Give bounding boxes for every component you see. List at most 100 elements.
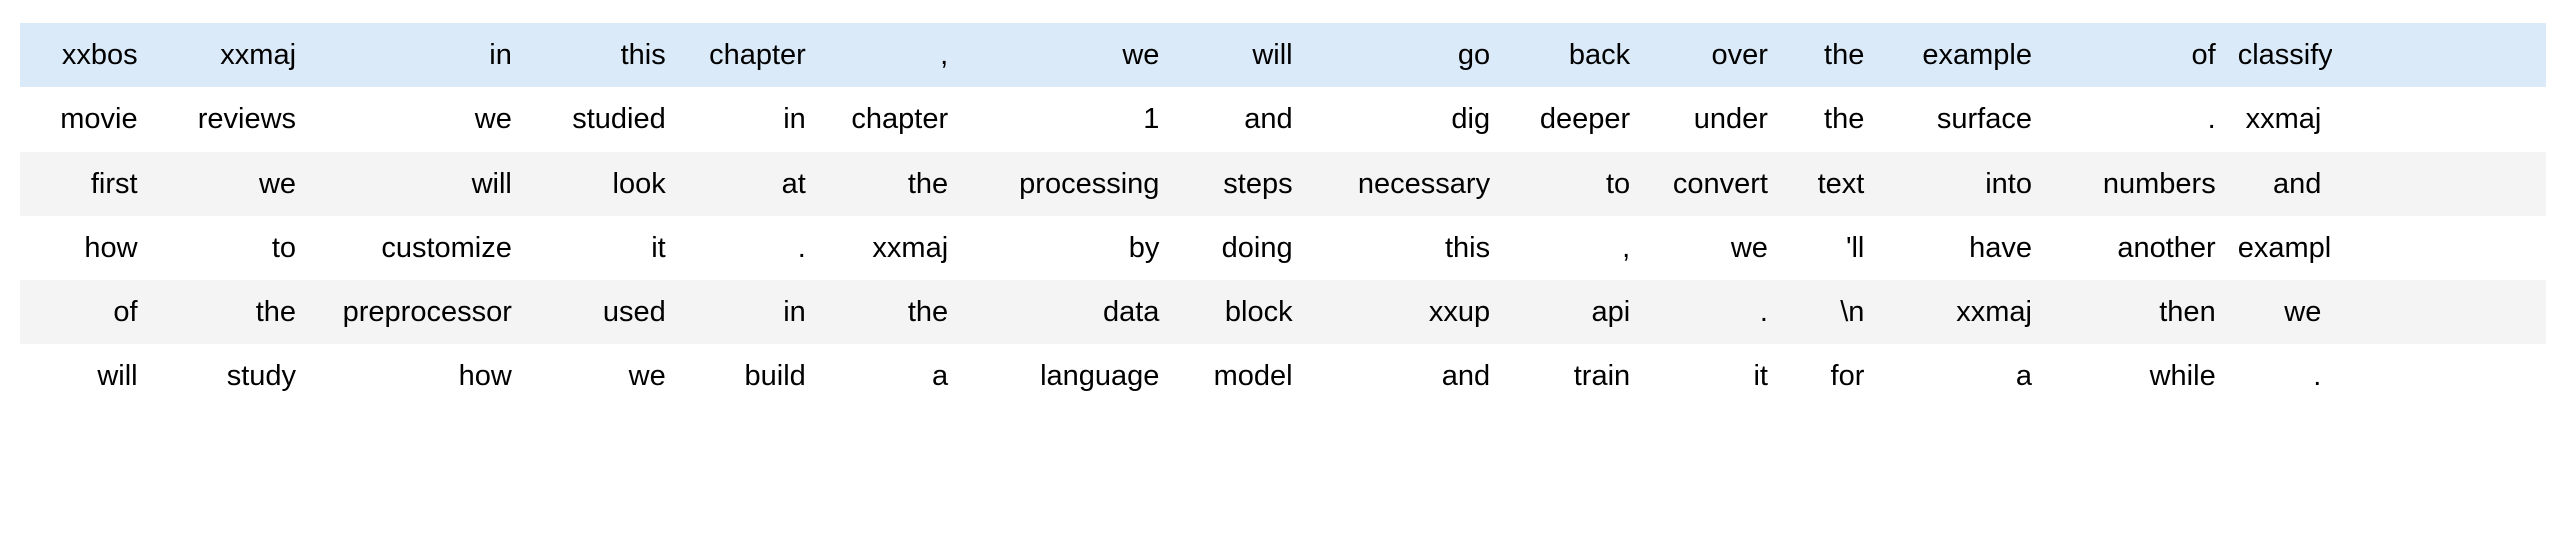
table-cell: over bbox=[1641, 23, 1779, 88]
table-cell: used bbox=[522, 280, 677, 345]
table-cell: customize bbox=[307, 215, 523, 280]
table-cell: will bbox=[20, 344, 149, 409]
table-cell: deeper bbox=[1501, 87, 1642, 152]
table-cell: 'll bbox=[1778, 215, 1876, 280]
table-cell: 1 bbox=[959, 87, 1171, 152]
table-cell: and bbox=[1170, 87, 1304, 152]
table-cell: convert bbox=[1641, 151, 1779, 216]
table-cell: while bbox=[2043, 344, 2227, 409]
table-cell: , bbox=[816, 23, 960, 88]
table-cell: data bbox=[959, 280, 1171, 345]
table-cell: chapter bbox=[816, 87, 960, 152]
table-cell: go bbox=[1303, 23, 1502, 88]
table-cell: studied bbox=[522, 87, 677, 152]
table-cell: text bbox=[1778, 151, 1876, 216]
table-cell: reviews bbox=[148, 87, 308, 152]
table-cell bbox=[2332, 344, 2546, 409]
table-cell: chapter bbox=[676, 23, 817, 88]
table-cell: by bbox=[959, 215, 1171, 280]
table-cell: have bbox=[1875, 215, 2043, 280]
table-cell: . bbox=[2226, 344, 2333, 409]
table-cell: classifying bbox=[2226, 23, 2333, 88]
table-cell: how bbox=[307, 344, 523, 409]
table-cell: xxbos bbox=[20, 23, 149, 88]
table-cell: will bbox=[1170, 23, 1304, 88]
table-cell: first bbox=[20, 151, 149, 216]
table-cell: preprocessor bbox=[307, 280, 523, 345]
table-cell: , bbox=[1501, 215, 1642, 280]
table-cell: we bbox=[1641, 215, 1779, 280]
table-cell: a bbox=[1875, 344, 2043, 409]
table-cell: this bbox=[522, 23, 677, 88]
table-cell: the bbox=[816, 280, 960, 345]
table-cell: numbers bbox=[2043, 151, 2227, 216]
table-cell: the bbox=[148, 280, 308, 345]
table-cell: another bbox=[2043, 215, 2227, 280]
table-cell: xxmaj bbox=[816, 215, 960, 280]
table-cell: and bbox=[2226, 151, 2333, 216]
table-cell bbox=[2332, 151, 2546, 216]
table-cell: to bbox=[1501, 151, 1642, 216]
table-cell: then bbox=[2043, 280, 2227, 345]
table-cell: to bbox=[148, 215, 308, 280]
table-cell: at bbox=[676, 151, 817, 216]
table-cell: the bbox=[1778, 23, 1876, 88]
table-cell bbox=[2332, 23, 2546, 88]
table-cell bbox=[2332, 87, 2546, 152]
table-cell: in bbox=[307, 23, 523, 88]
table-cell: we bbox=[959, 23, 1171, 88]
table-cell: of bbox=[20, 280, 149, 345]
table-cell bbox=[2332, 215, 2546, 280]
table-cell: processing bbox=[959, 151, 1171, 216]
table-cell: language bbox=[959, 344, 1171, 409]
table-cell: a bbox=[816, 344, 960, 409]
table-cell: we bbox=[148, 151, 308, 216]
table-cell: xxmaj bbox=[148, 23, 308, 88]
table-cell: example bbox=[1875, 23, 2043, 88]
table-cell: the bbox=[1778, 87, 1876, 152]
table-cell bbox=[2332, 280, 2546, 345]
table-cell: xxmaj bbox=[2226, 87, 2333, 152]
table-cell: surface bbox=[1875, 87, 2043, 152]
table-cell: . bbox=[1641, 280, 1779, 345]
table-cell: build bbox=[676, 344, 817, 409]
table-cell: in bbox=[676, 87, 817, 152]
table-cell: we bbox=[307, 87, 523, 152]
table-cell: dig bbox=[1303, 87, 1502, 152]
table-cell: api bbox=[1501, 280, 1642, 345]
table-cell: look bbox=[522, 151, 677, 216]
table-cell: \n bbox=[1778, 280, 1876, 345]
table-cell: . bbox=[2043, 87, 2227, 152]
table-cell: in bbox=[676, 280, 817, 345]
table-cell: how bbox=[20, 215, 149, 280]
table-cell: example bbox=[2226, 215, 2333, 280]
table-cell: the bbox=[816, 151, 960, 216]
table-cell: model bbox=[1170, 344, 1304, 409]
table-cell: block bbox=[1170, 280, 1304, 345]
table-cell: doing bbox=[1170, 215, 1304, 280]
table-cell: xxmaj bbox=[1875, 280, 2043, 345]
table-cell: back bbox=[1501, 23, 1642, 88]
table-cell: we bbox=[522, 344, 677, 409]
table-cell: steps bbox=[1170, 151, 1304, 216]
table-cell: of bbox=[2043, 23, 2227, 88]
table-cell: this bbox=[1303, 215, 1502, 280]
table-cell: necessary bbox=[1303, 151, 1502, 216]
table-cell: it bbox=[522, 215, 677, 280]
table-cell: under bbox=[1641, 87, 1779, 152]
table-cell: into bbox=[1875, 151, 2043, 216]
table-cell: train bbox=[1501, 344, 1642, 409]
table-cell: and bbox=[1303, 344, 1502, 409]
table-cell: we bbox=[2226, 280, 2333, 345]
table-cell: xxup bbox=[1303, 280, 1502, 345]
table-cell: will bbox=[307, 151, 523, 216]
